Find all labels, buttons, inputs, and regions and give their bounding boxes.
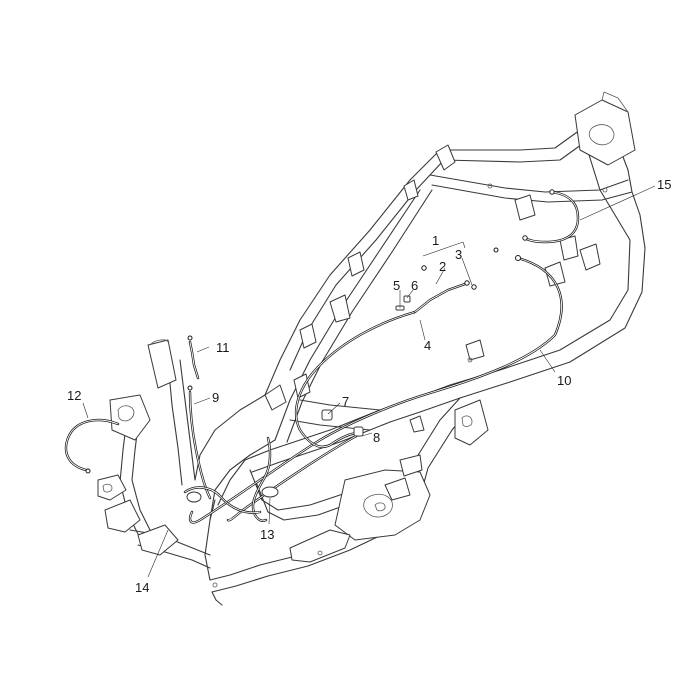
- callout-15: 15: [657, 177, 671, 192]
- scooter-frame: [97, 91, 646, 606]
- callout-7: 7: [342, 394, 349, 409]
- callout-12: 12: [67, 388, 81, 403]
- callout-8: 8: [373, 430, 380, 445]
- callout-3: 3: [455, 247, 462, 262]
- callout-14: 14: [135, 580, 149, 595]
- callout-6: 6: [411, 278, 418, 293]
- callout-labels: 1 2 3 4 5 6 7 8 9 10 11 12 13 14 15: [67, 177, 671, 595]
- callout-4: 4: [424, 338, 431, 353]
- callout-10: 10: [557, 373, 571, 388]
- callout-2: 2: [439, 259, 446, 274]
- callout-11: 11: [216, 340, 230, 355]
- callout-5: 5: [393, 278, 400, 293]
- leader-lines: [82, 185, 656, 578]
- callout-1: 1: [432, 233, 439, 248]
- callout-13: 13: [260, 527, 274, 542]
- callout-9: 9: [212, 390, 219, 405]
- cables: [64, 189, 580, 524]
